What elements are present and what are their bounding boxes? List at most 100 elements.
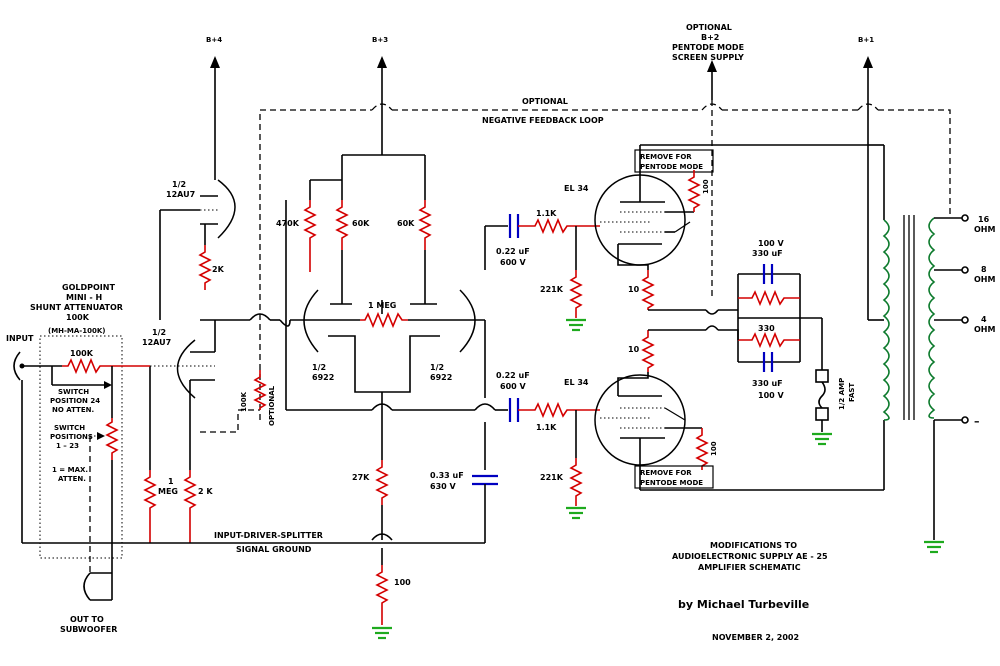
capacitor-mid-value: 0.22 uF <box>496 371 530 380</box>
attenuator-note-line2: ATTEN. <box>58 475 86 483</box>
attenuator-line2: MINI - H <box>66 293 102 302</box>
resistor-2k-bottom <box>183 470 197 543</box>
supply-b4: B+4 <box>206 36 222 180</box>
switch123-line3: 1 – 23 <box>56 442 79 450</box>
tap-8-label: 8 <box>981 265 987 274</box>
resistor-1-1k-top-label: 1.1K <box>536 209 557 218</box>
resistor-221k-bottom <box>569 458 583 506</box>
tube-v1-top-line1: 1/2 <box>172 180 186 189</box>
tube-el34-top: EL 34 <box>564 144 868 270</box>
tube-el34-bottom: EL 34 <box>564 372 884 491</box>
tube-v1-bottom-line1: 1/2 <box>152 328 166 337</box>
resistor-100k-input-label: 100K <box>70 349 94 358</box>
terminal-4-ohm[interactable] <box>961 316 969 324</box>
bus-label-2: SIGNAL GROUND <box>236 545 312 554</box>
tap-common-label: – <box>974 415 980 428</box>
resistor-330-bottom <box>738 331 800 349</box>
resistor-2k-top-label: 2K <box>212 265 225 274</box>
resistor-2k-bottom-label: 2 K <box>198 487 213 496</box>
tap-4-label: 4 <box>981 315 987 324</box>
tube-v1-top-line2: 12AU7 <box>166 190 195 199</box>
capacitor-330-bottom-line1: 330 uF <box>752 379 783 388</box>
capacitor-bottom-coupling <box>508 398 520 422</box>
caption-line2: AUDIOELECTRONIC SUPPLY AE - 25 <box>672 552 828 561</box>
resistor-100-top-label: 100 <box>702 179 710 194</box>
resistor-10-bottom <box>641 330 655 372</box>
attenuator-line3: SHUNT ATTENUATOR <box>30 303 123 312</box>
supply-b3: B+3 <box>372 36 388 155</box>
supply-b3-label: B+3 <box>372 36 388 44</box>
tube-v2: 1/2 6922 1/2 6922 <box>290 154 485 460</box>
fuse-line2: FAST <box>848 383 856 402</box>
caption-date: NOVEMBER 2, 2002 <box>712 633 799 642</box>
resistor-100-tail-label: 100 <box>394 578 411 587</box>
switch24-line2: POSITION 24 <box>50 397 100 405</box>
capacitor-0-33uf <box>472 474 498 486</box>
attenuator-line4: 100K <box>66 313 90 322</box>
resistor-1meg-grid <box>143 470 157 543</box>
capacitor-330-bottom-line2: 100 V <box>758 391 784 400</box>
bus-label-1: INPUT-DRIVER-SPLITTER <box>214 531 323 540</box>
terminal-common[interactable] <box>961 416 969 424</box>
resistor-1meg-line1: 1 <box>168 477 174 486</box>
input-label: INPUT <box>6 334 34 343</box>
supply-b4-label: B+4 <box>206 36 222 44</box>
switch123-line2: POSITIONS <box>50 433 93 441</box>
resistor-1meg-line2: MEG <box>158 487 178 496</box>
tube-v1-bottom-line2: 12AU7 <box>142 338 171 347</box>
tube-v1-bottom: 1/2 12AU7 <box>142 320 216 470</box>
resistor-1-1k-top <box>518 217 600 235</box>
terminal-8-ohm[interactable] <box>961 266 969 274</box>
feedback-loop: OPTIONAL NEGATIVE FEEDBACK LOOP <box>259 97 951 420</box>
resistor-100-top <box>687 170 701 212</box>
tube-v1-top: 1/2 12AU7 <box>159 179 236 320</box>
resistor-10-top <box>641 270 655 310</box>
resistor-1-1k-bottom <box>518 401 600 419</box>
capacitor-top-coupling <box>508 214 520 238</box>
resistor-330-top-label: 330 <box>758 324 775 333</box>
tube-v2-right-line1: 1/2 <box>430 363 444 372</box>
tap-4-unit: OHM <box>974 325 995 334</box>
capacitor-330-top-line2: 330 uF <box>752 249 783 258</box>
capacitor-top-voltage: 600 V <box>500 258 526 267</box>
ground-tail-icon <box>372 626 392 640</box>
subwoofer-line1: OUT TO <box>70 615 104 624</box>
resistor-27k-label: 27K <box>352 473 370 482</box>
capacitor-0-33uf-value: 0.33 uF <box>430 471 464 480</box>
subwoofer-line2: SUBWOOFER <box>60 625 117 634</box>
attenuator-note-line1: 1 = MAX. <box>52 466 88 474</box>
subwoofer-jack-icon[interactable] <box>83 572 113 601</box>
ground-fuse-icon <box>812 432 832 446</box>
capacitor-top-value: 0.22 uF <box>496 247 530 256</box>
terminal-16-ohm[interactable] <box>961 214 969 222</box>
resistor-100k-optional <box>253 370 267 410</box>
supply-b1-label: B+1 <box>858 36 874 44</box>
transformer-secondary <box>928 217 936 419</box>
screen-supply-line1: OPTIONAL <box>686 23 732 32</box>
capacitor-330-top-line1: 100 V <box>758 239 784 248</box>
screen-supply-line2: B+2 <box>701 33 719 42</box>
remove-box-top-line1: REMOVE FOR <box>640 153 692 161</box>
tube-v2-left-line1: 1/2 <box>312 363 326 372</box>
resistor-2k-top <box>198 245 212 290</box>
optional-screen-supply: OPTIONAL B+2 PENTODE MODE SCREEN SUPPLY <box>672 23 744 100</box>
resistor-330-top <box>738 289 800 307</box>
tube-v2-left-line2: 6922 <box>312 373 334 382</box>
resistor-10-top-label: 10 <box>628 285 640 294</box>
resistor-100-tail <box>375 565 389 625</box>
screen-supply-line4: SCREEN SUPPLY <box>672 53 744 62</box>
ground-221k-top-icon <box>566 318 586 332</box>
switch123-line1: SWITCH <box>54 424 85 432</box>
resistor-100k-input <box>62 357 150 375</box>
transformer-core <box>903 215 915 420</box>
tap-16-unit: OHM <box>974 225 995 234</box>
resistor-60k-b-label: 60K <box>397 219 415 228</box>
resistor-optional-label: OPTIONAL <box>268 385 276 426</box>
capacitor-0-33uf-voltage: 630 V <box>430 482 456 491</box>
remove-box-bottom-line1: REMOVE FOR <box>640 469 692 477</box>
resistor-60k-a-label: 60K <box>352 219 370 228</box>
switch24-line3: NO ATTEN. <box>52 406 94 414</box>
remove-box-top-line2: PENTODE MODE <box>640 163 703 171</box>
tap-16-label: 16 <box>978 215 990 224</box>
remove-box-bottom <box>634 465 714 489</box>
